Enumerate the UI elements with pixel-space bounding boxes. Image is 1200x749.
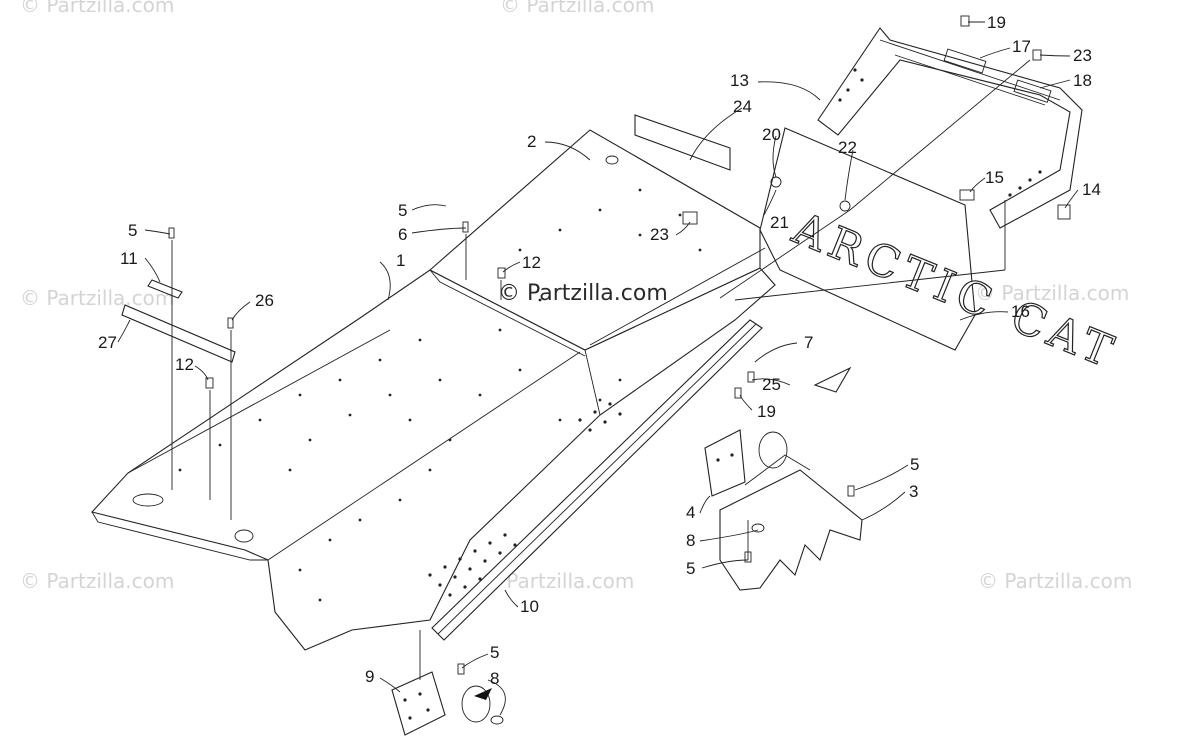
faint-watermarks: © Partzilla.com © Partzilla.com © Partzi… bbox=[20, 0, 1132, 593]
callout-27[interactable]: 27 bbox=[98, 333, 117, 352]
watermark-top-center: © Partzilla.com bbox=[500, 0, 654, 17]
rivet-holes bbox=[178, 188, 702, 602]
watermark-bottom-right: © Partzilla.com bbox=[978, 569, 1132, 593]
watermark-center: © Partzilla.com bbox=[498, 281, 668, 306]
assembly-lines bbox=[171, 59, 1031, 680]
callout-4[interactable]: 4 bbox=[686, 503, 695, 522]
slide-rail-part-10 bbox=[431, 319, 763, 641]
callout-7[interactable]: 7 bbox=[804, 333, 813, 352]
callout-19-bottom[interactable]: 19 bbox=[757, 402, 776, 421]
callout-8-right[interactable]: 8 bbox=[686, 531, 695, 550]
callout-12-center[interactable]: 12 bbox=[522, 253, 541, 272]
callout-21[interactable]: 21 bbox=[770, 213, 789, 232]
callout-1[interactable]: 1 bbox=[396, 251, 405, 270]
callout-10[interactable]: 10 bbox=[520, 597, 539, 616]
wedge-part-25 bbox=[813, 366, 852, 393]
rear-bumper-part-13 bbox=[817, 27, 1083, 229]
callout-19-top[interactable]: 19 bbox=[987, 13, 1006, 32]
bracket-part-27 bbox=[121, 304, 236, 363]
watermark-bottom-left: © Partzilla.com bbox=[20, 569, 174, 593]
watermark-top-left: © Partzilla.com bbox=[20, 0, 174, 17]
callout-6[interactable]: 6 bbox=[398, 225, 407, 244]
watermark-left: © Partzilla.com bbox=[20, 286, 174, 310]
callout-26[interactable]: 26 bbox=[255, 291, 274, 310]
plate-part-24 bbox=[634, 114, 731, 171]
callout-2[interactable]: 2 bbox=[527, 132, 536, 151]
callout-5-bottom[interactable]: 5 bbox=[490, 643, 499, 662]
callout-20[interactable]: 20 bbox=[762, 125, 781, 144]
callout-14[interactable]: 14 bbox=[1082, 180, 1101, 199]
callout-labels: 2 1 5 6 5 11 27 12 26 12 23 24 13 20 22 … bbox=[98, 13, 1101, 688]
bracket-part-4 bbox=[704, 429, 746, 497]
callout-23-bumper[interactable]: 23 bbox=[1073, 46, 1092, 65]
callout-17[interactable]: 17 bbox=[1012, 37, 1031, 56]
callout-22[interactable]: 22 bbox=[838, 138, 857, 157]
callout-16[interactable]: 16 bbox=[1011, 302, 1030, 321]
plate-part-9 bbox=[391, 671, 446, 736]
tunnel-part-1 bbox=[90, 267, 776, 651]
callout-5-left[interactable]: 5 bbox=[128, 221, 137, 240]
callout-9[interactable]: 9 bbox=[365, 667, 374, 686]
callout-23-tunnel[interactable]: 23 bbox=[650, 225, 669, 244]
callout-leaders bbox=[117, 21, 1079, 716]
callout-3[interactable]: 3 bbox=[909, 482, 918, 501]
callout-11[interactable]: 11 bbox=[120, 249, 138, 268]
callout-12-left[interactable]: 12 bbox=[175, 355, 194, 374]
callout-18[interactable]: 18 bbox=[1073, 71, 1092, 90]
callout-24[interactable]: 24 bbox=[733, 97, 752, 116]
callout-25[interactable]: 25 bbox=[762, 375, 781, 394]
rear-tunnel-part-2 bbox=[429, 129, 766, 357]
callout-5-lower[interactable]: 5 bbox=[686, 559, 695, 578]
callout-15[interactable]: 15 bbox=[985, 168, 1004, 187]
callout-13[interactable]: 13 bbox=[730, 71, 749, 90]
callout-5-right[interactable]: 5 bbox=[910, 455, 919, 474]
watermark-right: © Partzilla.com bbox=[975, 281, 1129, 305]
callout-8-bottom[interactable]: 8 bbox=[490, 669, 499, 688]
callout-5-tunnel[interactable]: 5 bbox=[398, 201, 407, 220]
